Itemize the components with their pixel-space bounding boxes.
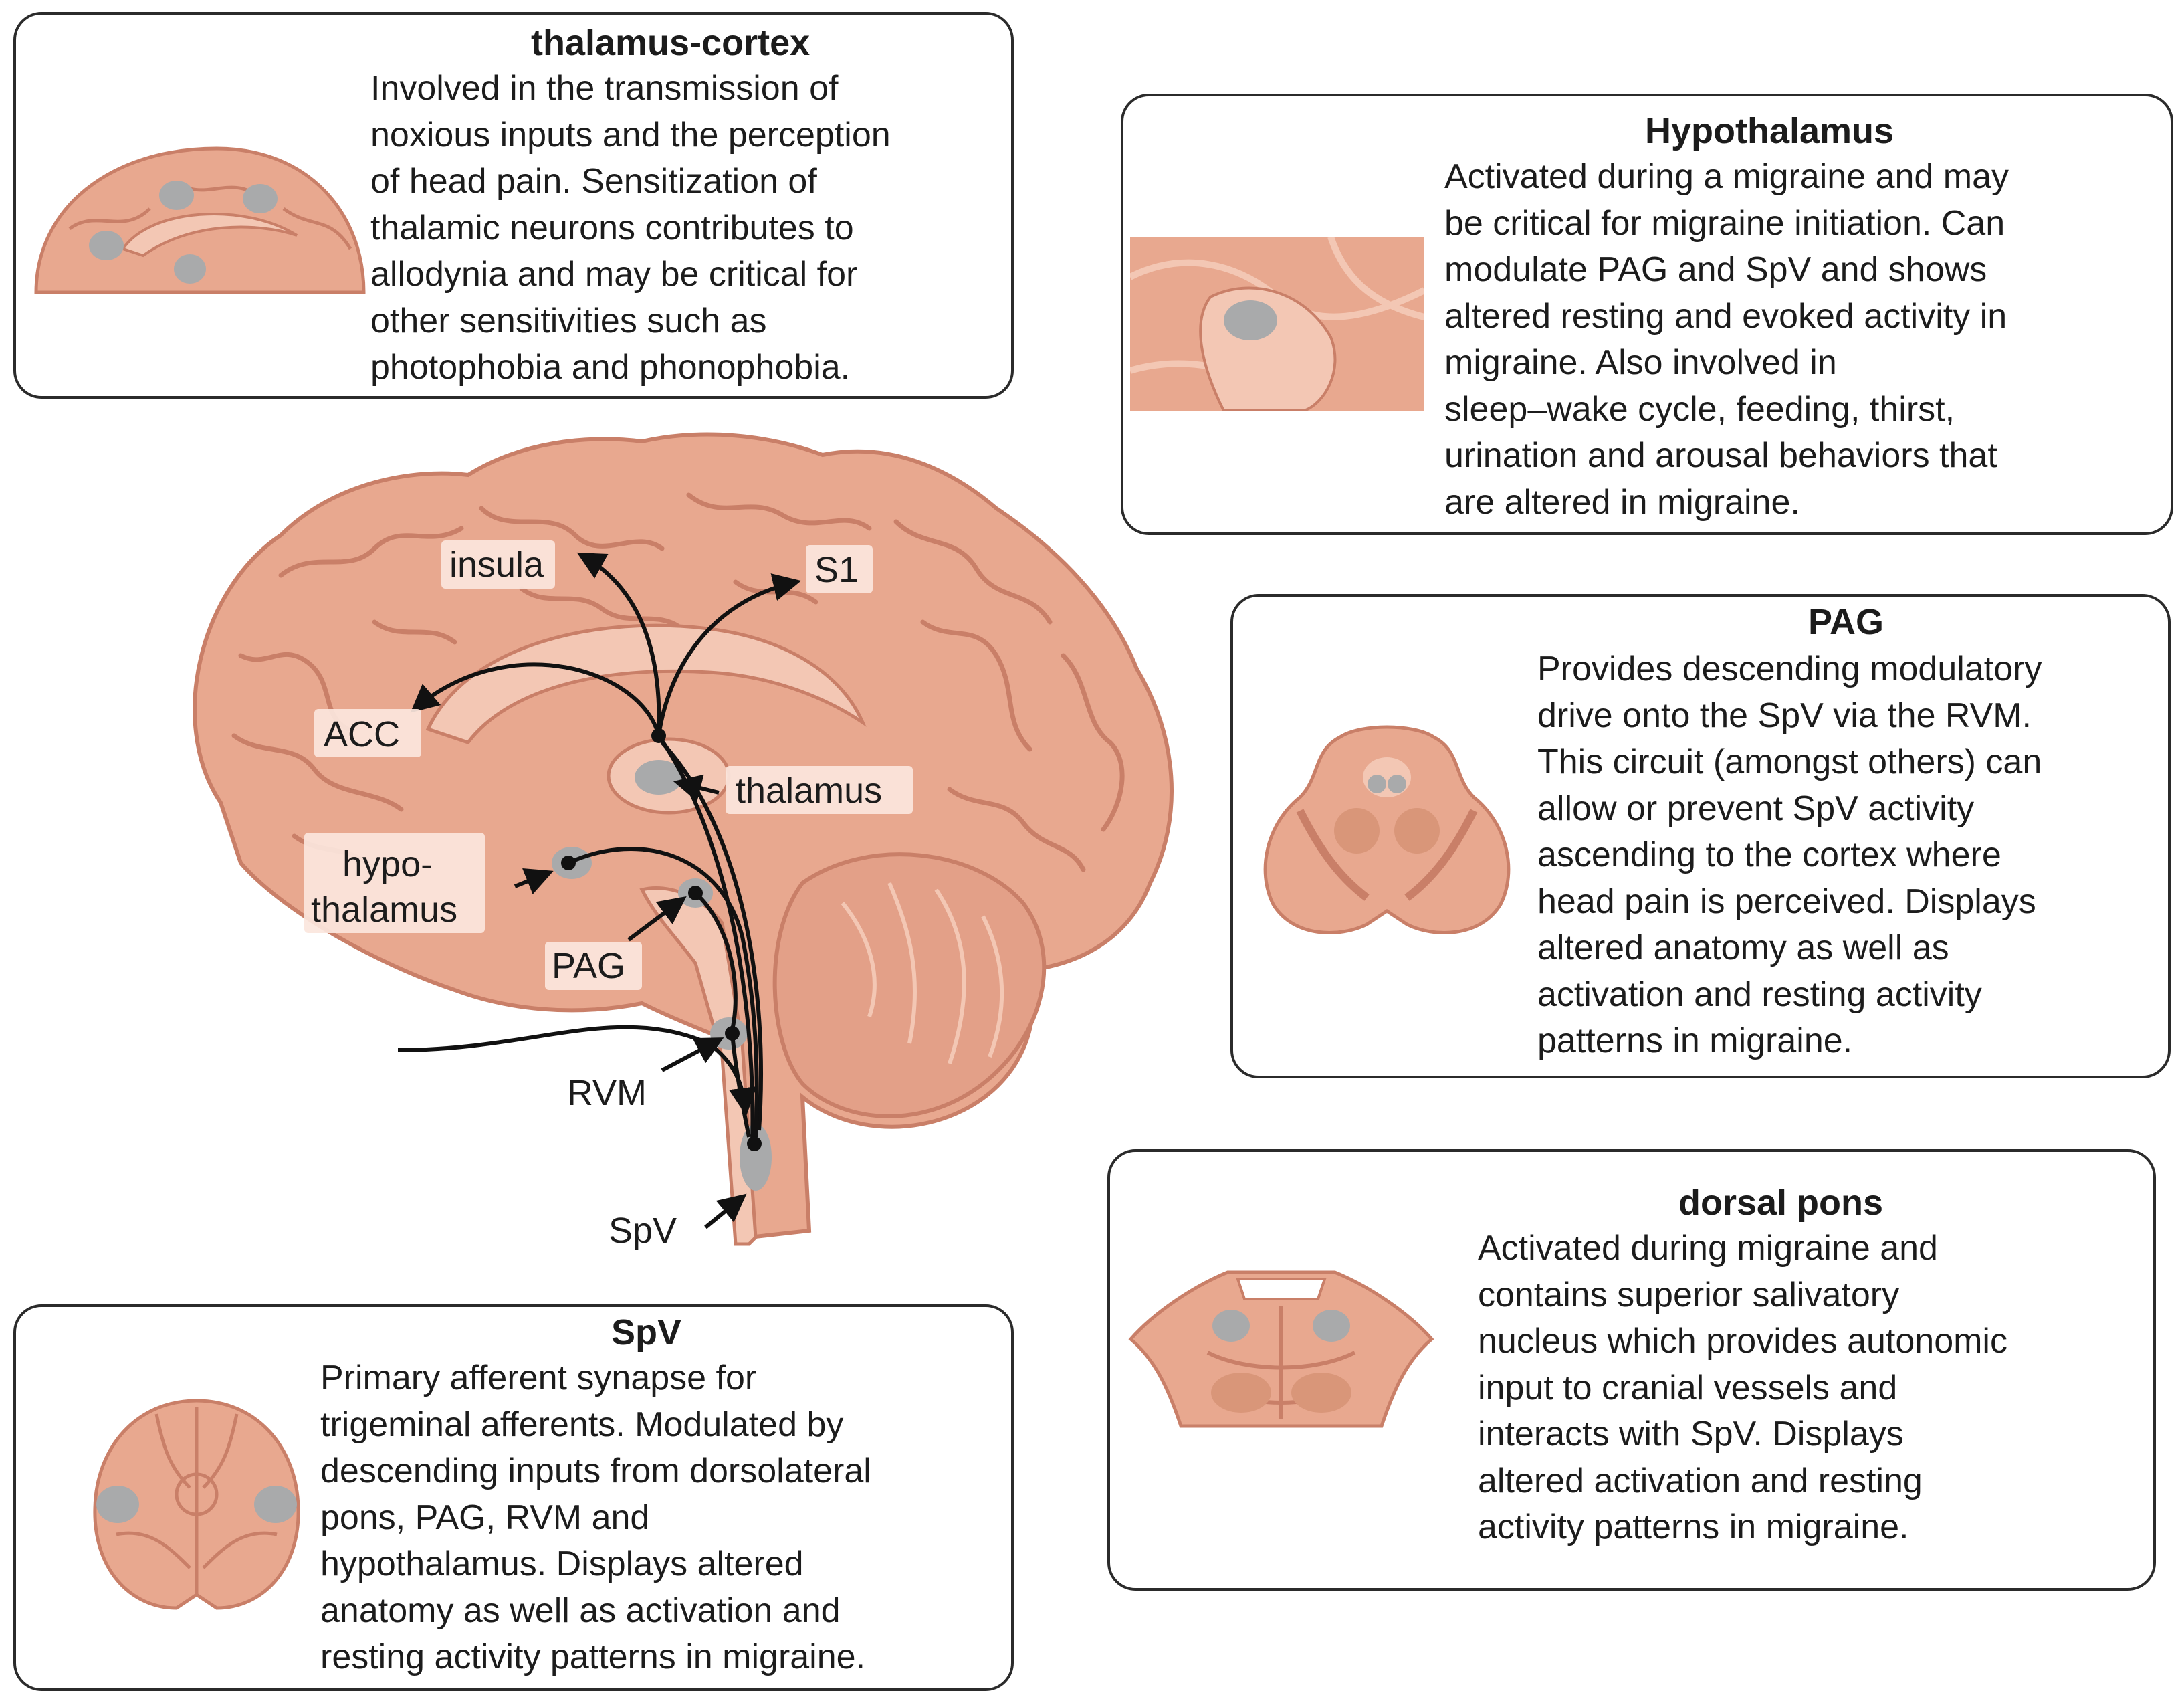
thalamus-cortex-card: thalamus-cortex Involved in the transmis…: [13, 12, 1014, 399]
gyri-texture: [231, 492, 1125, 872]
card-title: Hypothalamus: [1645, 111, 1894, 151]
corpus-callosum: [425, 623, 867, 744]
label-rvm: RVM: [567, 1073, 647, 1113]
pag-thumbnail: [1263, 725, 1511, 934]
dorsal-pons-thumbnail: [1128, 1270, 1434, 1428]
pathway-thalamus-acc: [410, 662, 661, 736]
label-acc: ACC: [324, 714, 400, 755]
hypothalamus-thumbnail: [1130, 237, 1424, 411]
spv-card: SpV Primary afferent synapse for trigemi…: [13, 1304, 1014, 1691]
spv-thumbnail: [93, 1399, 300, 1610]
card-body: Primary afferent synapse for trigeminal …: [320, 1359, 871, 1676]
dorsal-pons-card: dorsal pons Activated during migraine an…: [1107, 1149, 2156, 1591]
label-arrows: [514, 774, 747, 1229]
card-title: SpV: [611, 1312, 682, 1353]
label-s1: S1: [814, 550, 859, 590]
card-title: dorsal pons: [1678, 1183, 1884, 1223]
pathway-hypo-spv: [567, 847, 759, 1138]
pathway-pag-rvm: [693, 891, 738, 1031]
thalamus-marker: [635, 760, 683, 795]
hypothalamus-card: Hypothalamus Activated during a migraine…: [1121, 94, 2173, 535]
label-insula: insula: [449, 544, 544, 585]
label-hypothalamus-2: thalamus: [311, 890, 457, 930]
card-body: Provides descending modulatory drive ont…: [1537, 650, 2042, 1060]
label-backgrounds: [304, 540, 913, 990]
card-body: Activated during a migraine and may be c…: [1444, 157, 2009, 522]
label-thalamus: thalamus: [736, 771, 882, 811]
pathway-thalamus-s1: [657, 573, 802, 736]
cerebellum-folia: [841, 882, 1004, 1064]
pathway-thalamus-insula: [576, 552, 661, 736]
spv-marker: [740, 1124, 772, 1191]
card-title: PAG: [1808, 602, 1884, 642]
cerebellum: [772, 852, 1047, 1118]
region-markers: [552, 760, 772, 1191]
card-body: Activated during migraine and contains s…: [1478, 1229, 2007, 1547]
label-hypothalamus-1: hypo-: [342, 844, 433, 884]
card-title: thalamus-cortex: [531, 23, 810, 63]
pag-card: PAG Provides descending modulatory drive…: [1230, 594, 2171, 1078]
label-pag: PAG: [552, 946, 625, 986]
label-spv: SpV: [609, 1211, 677, 1251]
thalamus-cortex-thumbnail: [34, 146, 366, 294]
card-body: Involved in the transmission of noxious …: [370, 69, 891, 387]
pathway-nodes: [561, 728, 762, 1151]
pathway-afferent: [397, 1025, 757, 1116]
